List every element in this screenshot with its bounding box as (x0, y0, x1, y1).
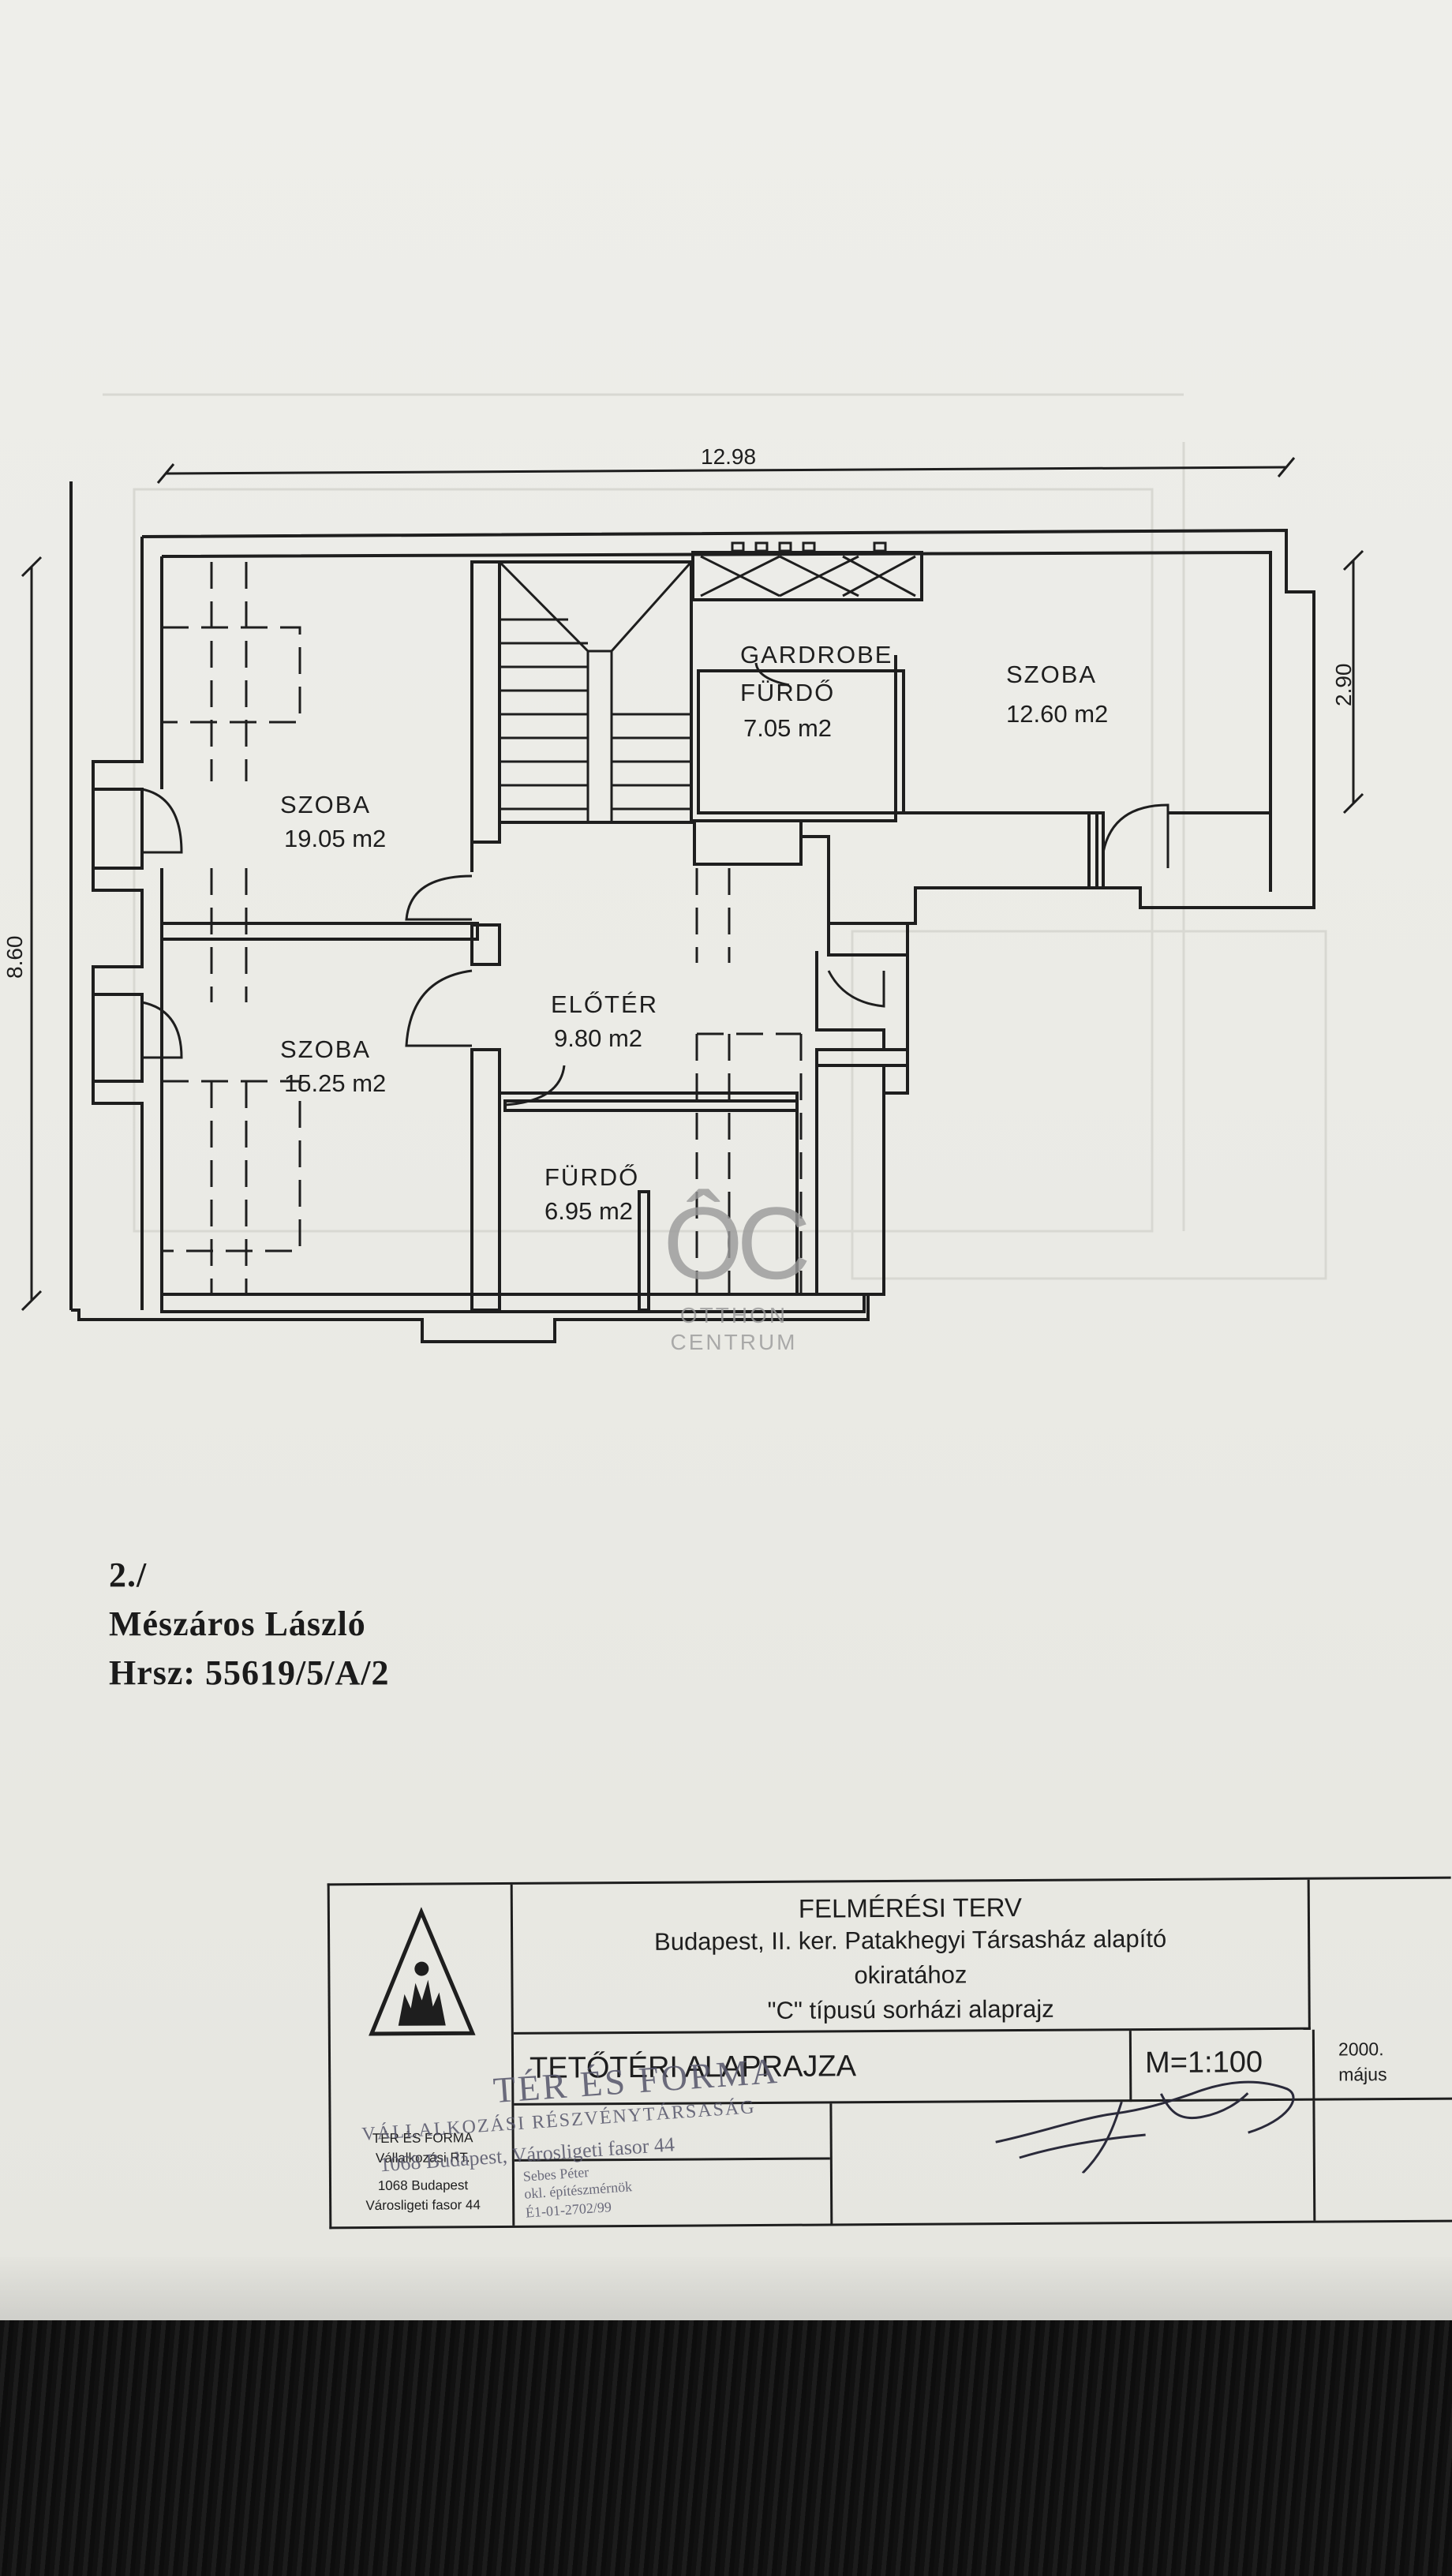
room-label-szoba-1: SZOBA (280, 791, 371, 818)
room-area-furdo-2: 6.95 m2 (544, 1197, 633, 1225)
caption-owner: Mészáros László (109, 1604, 366, 1643)
dashed-roof-lines (162, 562, 803, 1294)
watermark-logo: ÔC OTTHON CENTRUM (647, 1184, 821, 1389)
door-swings (141, 662, 1169, 1106)
dimension-lines (21, 457, 1364, 1312)
paper-sheet (0, 0, 1452, 2320)
room-label-furdo-2: FÜRDŐ (544, 1163, 639, 1191)
room-label-szoba-3: SZOBA (1006, 661, 1097, 688)
room-label-szoba-2: SZOBA (280, 1035, 371, 1063)
watermark-mark: ÔC (663, 1185, 811, 1301)
company-logo-icon (369, 1907, 476, 2036)
dimension-height-label: 8.60 (2, 936, 27, 979)
title-main-cell: FELMÉRÉSI TERV Budapest, II. ker. Patakh… (512, 1879, 1311, 2035)
dimension-width-label: 12.98 (701, 444, 756, 469)
dimension-right-label: 2.90 (1331, 664, 1356, 707)
room-label-eloter: ELŐTÉR (551, 990, 658, 1018)
drawing-date-month: május (1338, 2064, 1387, 2085)
watermark-line-2: CENTRUM (670, 1330, 798, 1354)
walls (69, 481, 1315, 1343)
gardrobe-rack (700, 541, 916, 597)
caption-parcel: Hrsz: 55619/5/A/2 (109, 1653, 390, 1692)
paper-bottom-edge (0, 2257, 1452, 2320)
stamp-line-6: É1-01-2702/99 (525, 2199, 612, 2221)
signature-icon (995, 2080, 1295, 2174)
company-logo-cell: TÉR ÉS FORMA Vállalkozási RT. 1068 Budap… (329, 1884, 515, 2227)
ghost-lines (103, 393, 1327, 1280)
plan-caption: 2./ Mészáros László Hrsz: 55619/5/A/2 (109, 1551, 390, 1698)
watermark-line-1: OTTHON (679, 1303, 788, 1327)
row2-divider-2 (1312, 2029, 1315, 2101)
plan-type: FELMÉRÉSI TERV (798, 1892, 1023, 1923)
room-area-szoba-1: 19.05 m2 (284, 825, 386, 852)
room-label-furdo-1: FÜRDŐ (740, 679, 835, 706)
room-label-gardrobe: GARDROBE (740, 641, 893, 668)
room-area-eloter: 9.80 m2 (554, 1024, 642, 1052)
watermark-text: OTTHON CENTRUM (647, 1302, 821, 1356)
background-desk (0, 2320, 1452, 2576)
title-block: TÉR ÉS FORMA Vállalkozási RT. 1068 Budap… (327, 1876, 1452, 2230)
room-area-szoba-3: 12.60 m2 (1006, 700, 1108, 728)
room-area-furdo-1: 7.05 m2 (743, 714, 832, 742)
room-area-szoba-2: 15.25 m2 (284, 1069, 386, 1097)
title-signature-row (514, 2080, 1452, 2226)
caption-number: 2./ (109, 1556, 148, 1594)
plan-subtitle-1: Budapest, II. ker. Patakhegyi Társasház … (653, 1924, 1167, 1956)
floor-plan: 12.98 8.60 2.90 SZOBA 19.05 m2 SZOBA 15.… (2, 393, 1364, 1343)
plan-subtitle-3: "C" típusú sorházi alaprajz (767, 1994, 1054, 2024)
drawing-date-year: 2000. (1338, 2039, 1384, 2060)
plan-subtitle-2: okiratához (854, 1960, 967, 1990)
staircase (498, 560, 693, 821)
title-corner-cell (1310, 1879, 1452, 2030)
row3-divider-2 (1312, 2100, 1316, 2221)
